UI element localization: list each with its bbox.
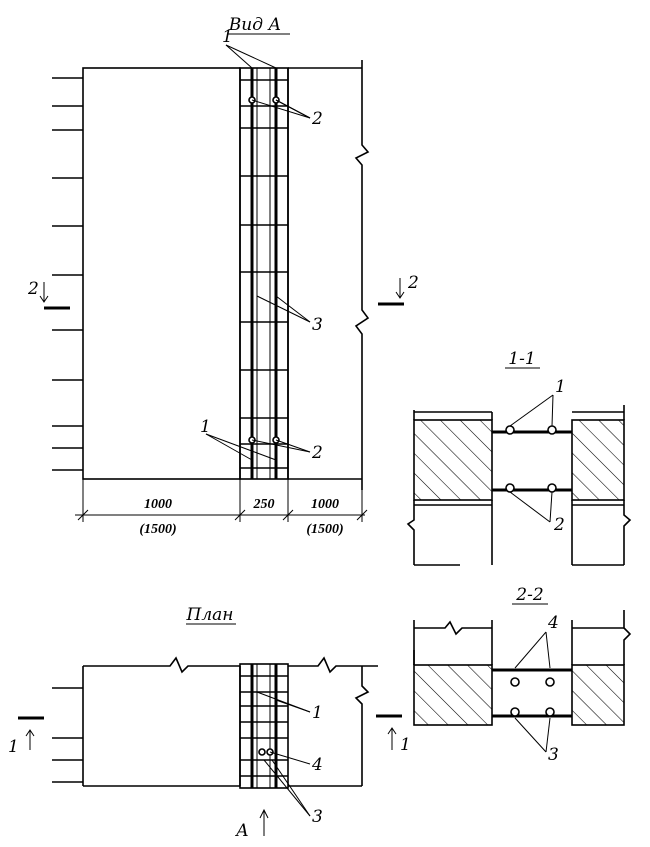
- section-2-callout-4: 4: [547, 613, 559, 633]
- svg-text:2: 2: [407, 273, 419, 293]
- view-a-callouts: 1 2 3 1 2: [200, 27, 323, 463]
- dim-right: 1000: [311, 497, 339, 512]
- plan-left-panel: [52, 656, 241, 787]
- plan-callout-3: 3: [312, 807, 323, 827]
- view-a: Вид А: [27, 15, 419, 537]
- cut-1-marker-left: 1: [8, 716, 44, 757]
- callout-2-top: 2: [311, 109, 323, 129]
- callout-2-bottom: 2: [311, 443, 323, 463]
- dim-gap: 250: [253, 497, 275, 512]
- section-2-2: 2-2 4 3: [413, 585, 632, 765]
- callout-3-view: 3: [312, 315, 323, 335]
- section-1-callout-1: 1: [555, 377, 566, 397]
- plan-title: План: [186, 605, 234, 625]
- joint-column: [239, 67, 289, 480]
- section-2-2-title: 2-2: [515, 585, 543, 605]
- svg-text:А: А: [235, 821, 249, 841]
- dim-left: 1000: [144, 497, 172, 512]
- left-panel: [82, 67, 241, 480]
- plan-callout-4: 4: [311, 755, 323, 775]
- dimension-line: 1000 (1500) 250 1000 (1500): [75, 479, 368, 537]
- plan-callout-1: 1: [312, 703, 323, 723]
- callout-1-top: 1: [222, 27, 233, 47]
- right-panel: [287, 60, 370, 490]
- view-a-arrow: А: [235, 808, 269, 841]
- section-1-callout-2: 2: [553, 515, 565, 535]
- section-2-left-slab: [413, 664, 493, 726]
- svg-text:1: 1: [400, 735, 411, 755]
- plan-joint: [239, 663, 289, 789]
- svg-text:2: 2: [27, 279, 39, 299]
- cut-1-marker-right: 1: [376, 714, 411, 755]
- callout-1-bottom: 1: [200, 417, 211, 437]
- left-ties: [52, 77, 83, 471]
- section-1-1: 1-1 1 2: [406, 349, 632, 566]
- svg-text:1: 1: [8, 737, 19, 757]
- section-2-callout-3: 3: [548, 745, 559, 765]
- section-1-left-slab: [413, 419, 493, 501]
- cut-2-marker-right: 2: [378, 273, 419, 306]
- plan-view: План: [8, 605, 411, 841]
- section-1-1-title: 1-1: [508, 349, 535, 369]
- view-a-title: Вид А: [228, 15, 282, 35]
- section-1-right-slab: [571, 419, 625, 501]
- section-2-right-slab: [571, 664, 625, 726]
- dim-right-alt: (1500): [306, 522, 343, 537]
- cut-2-marker-left: 2: [27, 279, 70, 310]
- plan-right-panel: [288, 656, 378, 787]
- dim-left-alt: (1500): [139, 522, 176, 537]
